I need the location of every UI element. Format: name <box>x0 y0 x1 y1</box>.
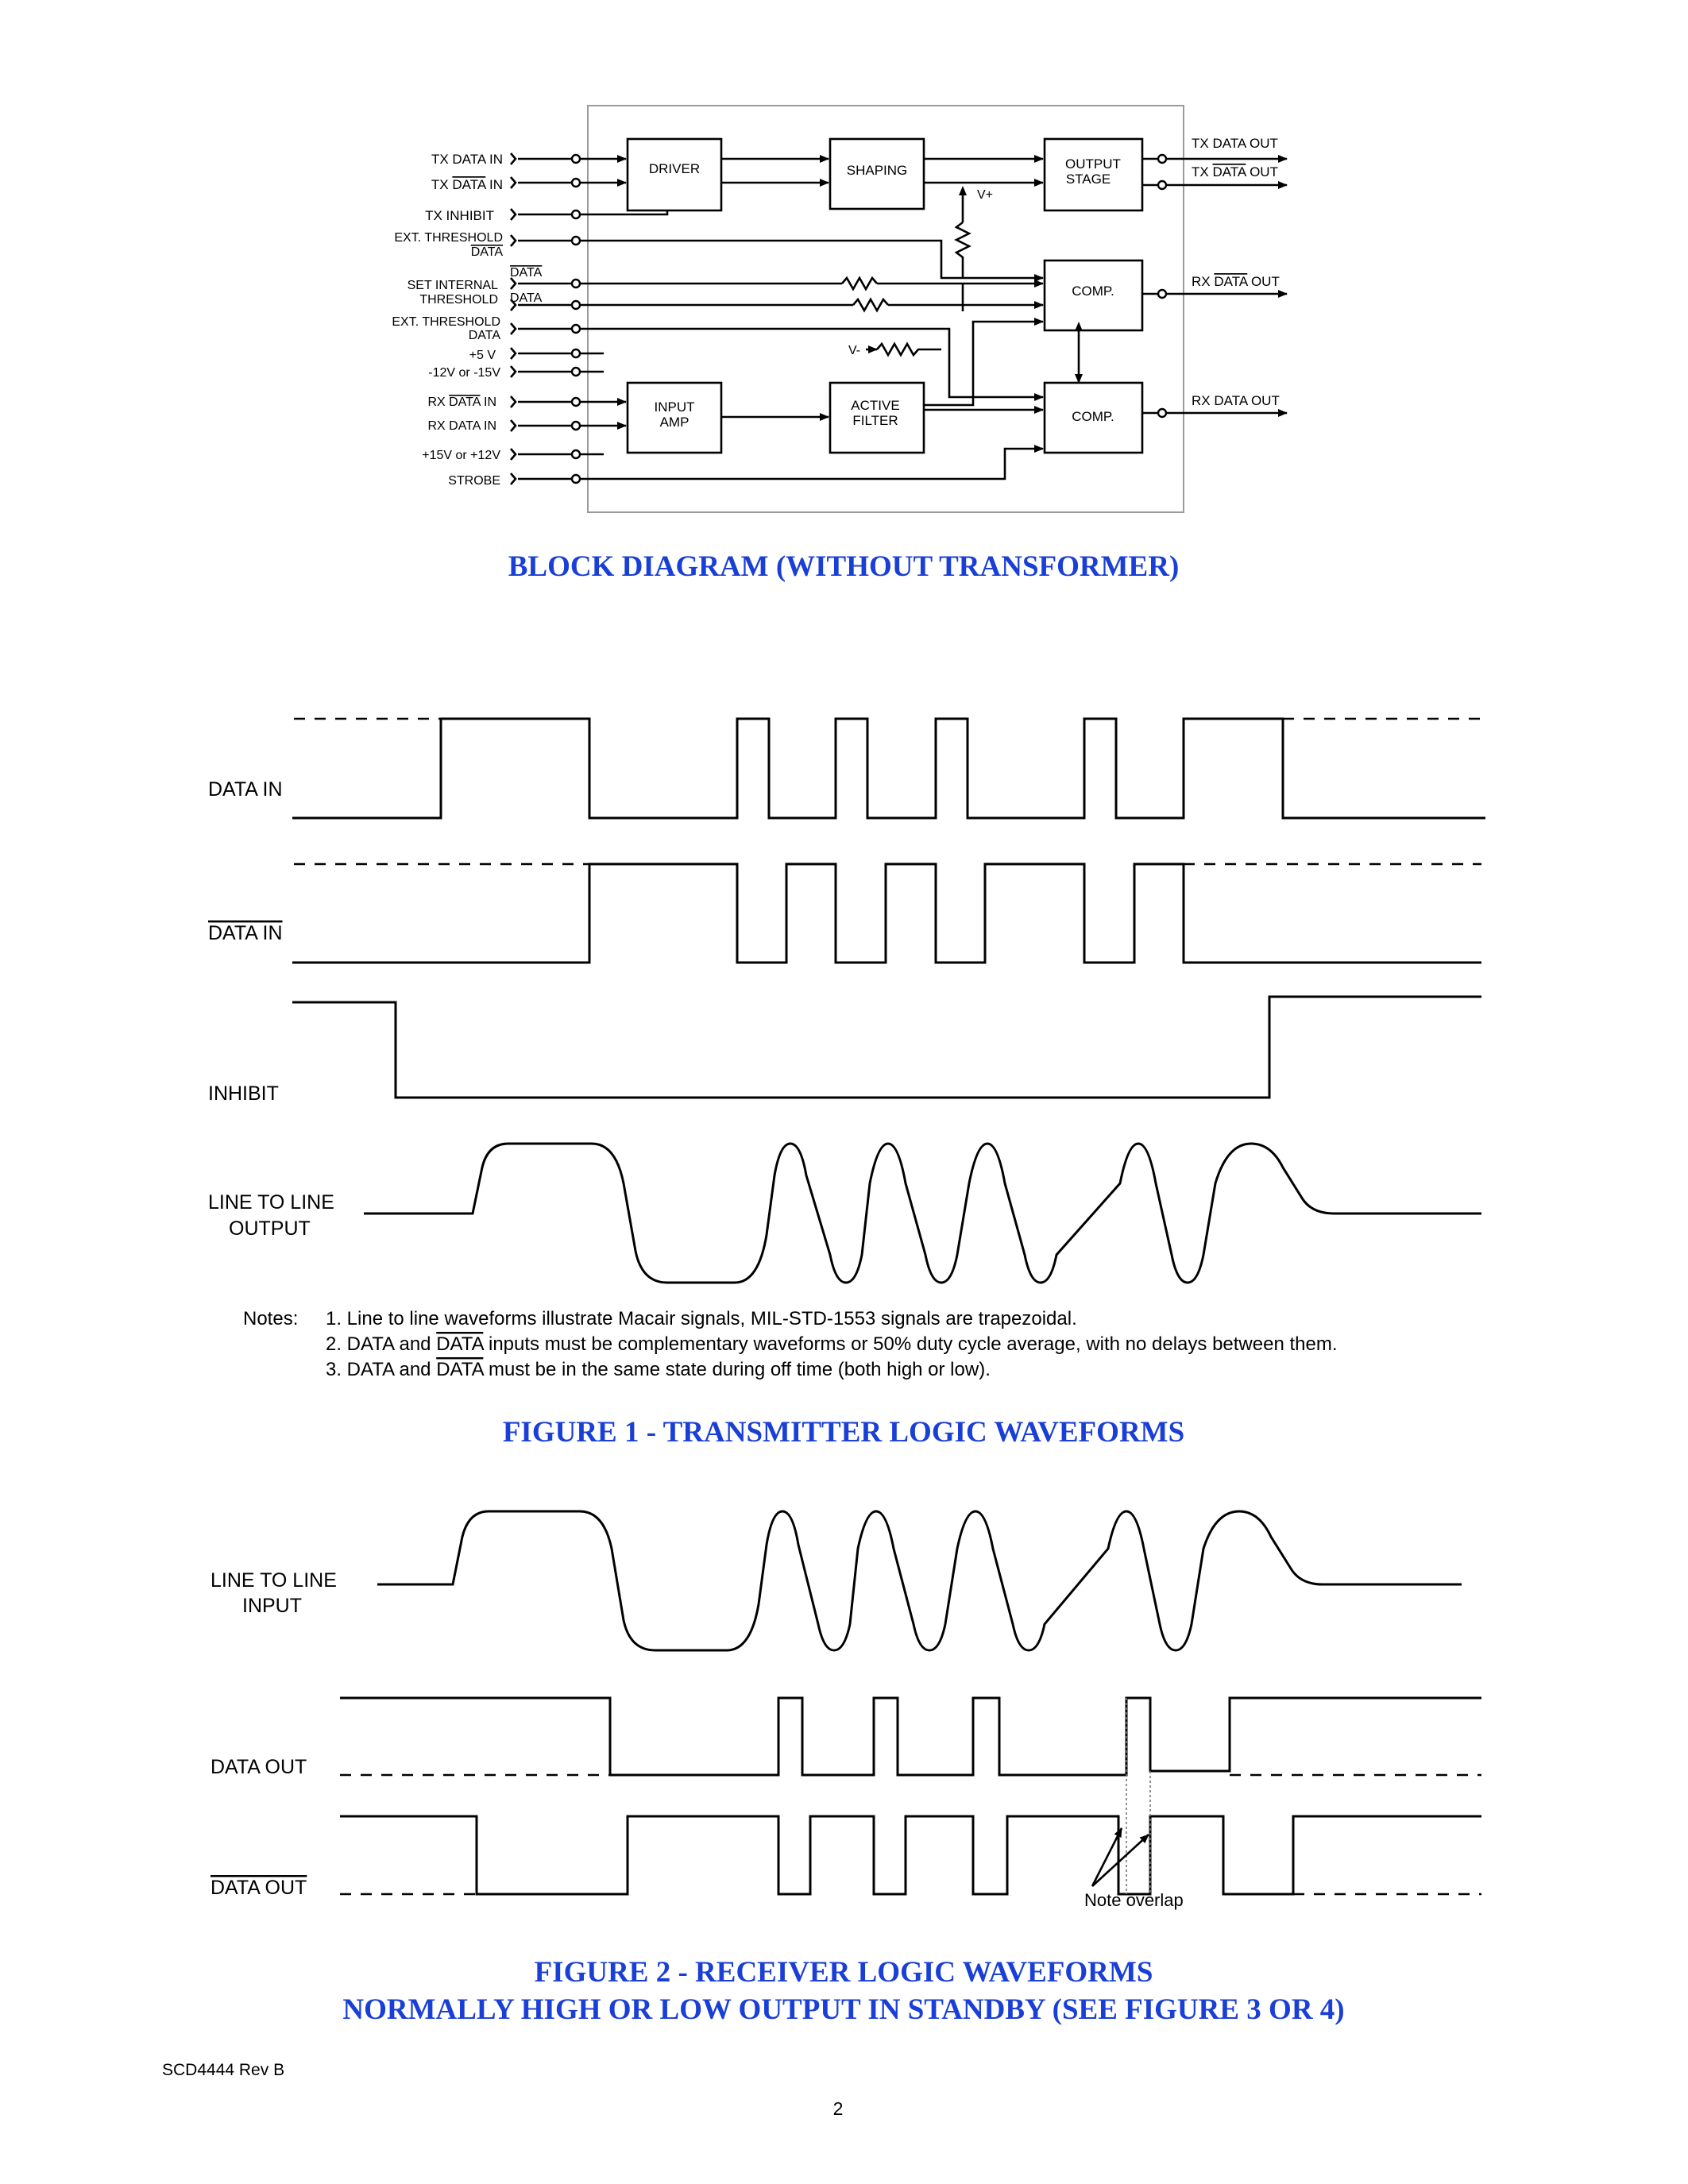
note-3: 3. DATA and DATA must be in the same sta… <box>326 1359 991 1380</box>
rx-data-out-label: RX DATA OUT <box>1192 393 1280 408</box>
data-lower-label: DATA <box>510 291 543 305</box>
data-out-label: DATA OUT <box>211 1756 307 1778</box>
inhibit-label: INHIBIT <box>208 1082 279 1105</box>
line-output-label-2: OUTPUT <box>229 1217 311 1240</box>
notes-label: Notes: <box>243 1308 298 1329</box>
doc-id: SCD4444 Rev B <box>162 2061 284 2079</box>
data-in-wave <box>292 717 1485 820</box>
line-input-label-1: LINE TO LINE <box>211 1569 337 1592</box>
plus5v-label: +5 V <box>469 349 496 362</box>
threshold-label: THRESHOLD <box>419 293 498 307</box>
line-output-label-1: LINE TO LINE <box>208 1191 334 1214</box>
comp-upper-block <box>1043 259 1144 332</box>
data-bar-out-label: DATA OUT <box>211 1877 307 1899</box>
comp-upper-label: COMP. <box>1072 284 1114 299</box>
figure1-notes: Notes: 1. Line to line waveforms illustr… <box>243 1308 1338 1380</box>
vminus-label: V- <box>848 344 860 357</box>
ext-threshold-2-label: EXT. THRESHOLD <box>392 315 500 329</box>
note-2: 2. DATA and DATA inputs must be compleme… <box>326 1333 1338 1355</box>
package-outline <box>587 105 1184 513</box>
input-pins <box>510 152 517 485</box>
active-filter-block <box>829 381 925 454</box>
line-input-label-2: INPUT <box>242 1595 302 1617</box>
tx-inhibit-label: TX INHIBIT <box>425 208 494 223</box>
driver-label: DRIVER <box>649 161 700 176</box>
pin-dots <box>570 153 1168 484</box>
vplus-label: V+ <box>977 188 993 202</box>
output-stage-block <box>1043 137 1144 212</box>
data-bar-in-label: DATA IN <box>208 922 283 944</box>
active-filter-label-1: ACTIVE <box>851 398 899 413</box>
block-diagram: DRIVER SHAPING OUTPUT STAGE COMP. COMP. … <box>392 105 1288 513</box>
input-amp-label-2: AMP <box>660 415 689 430</box>
inhibit-wave <box>292 995 1481 1099</box>
output-stage-label-1: OUTPUT <box>1065 156 1121 172</box>
line-output-wave <box>364 1142 1481 1284</box>
tx-data-out-label: TX DATA OUT <box>1192 136 1278 151</box>
driver-block <box>626 137 723 212</box>
strobe-label: STROBE <box>448 474 500 488</box>
set-internal-label: SET INTERNAL <box>408 279 499 292</box>
neg12v-label: -12V or -15V <box>428 366 500 380</box>
data-bar-out-wave <box>340 1815 1481 1896</box>
rx-data-in-label: RX DATA IN <box>427 419 496 433</box>
figure2-caption-1: FIGURE 2 - RECEIVER LOGIC WAVEFORMS <box>535 1956 1153 1989</box>
ext-threshold-2-data-label: DATA <box>469 329 501 342</box>
data-out-wave <box>340 1696 1481 1777</box>
active-filter-label-2: FILTER <box>852 413 898 428</box>
shaping-block <box>829 137 925 210</box>
ext-threshold-1-bar-label: DATA <box>471 245 504 259</box>
figure2-waveforms: LINE TO LINE INPUT DATA OUT DATA OUT Not… <box>211 1510 1481 1910</box>
data-bar-in-wave <box>292 862 1481 964</box>
input-amp-label-1: INPUT <box>655 399 695 415</box>
line-input-wave <box>377 1510 1462 1652</box>
data-bar-upper-label: DATA <box>510 266 543 280</box>
note-1: 1. Line to line waveforms illustrate Mac… <box>326 1308 1077 1329</box>
comp-lower-label: COMP. <box>1072 409 1114 424</box>
overlap-arrow-1 <box>1091 1827 1123 1887</box>
data-in-label: DATA IN <box>208 778 283 801</box>
tx-data-bar-in-label: TX DATA IN <box>431 177 503 192</box>
note-overlap-label: Note overlap <box>1084 1890 1184 1910</box>
figure1-waveforms: DATA IN DATA IN INHIBIT LINE TO LINE OUT… <box>208 717 1487 1284</box>
wiring <box>518 155 1288 480</box>
output-stage-label-2: STAGE <box>1066 172 1111 187</box>
overlap-arrow-2 <box>1091 1834 1149 1887</box>
input-amp-block <box>626 381 723 454</box>
rx-data-bar-out-label: RX DATA OUT <box>1192 274 1280 289</box>
rx-data-bar-in-label: RX DATA IN <box>427 396 496 409</box>
tx-data-in-label: TX DATA IN <box>431 152 503 167</box>
shaping-label: SHAPING <box>847 163 908 178</box>
block-diagram-caption: BLOCK DIAGRAM (WITHOUT TRANSFORMER) <box>508 550 1180 583</box>
page-number: 2 <box>833 2098 844 2119</box>
plus15v-label: +15V or +12V <box>422 449 500 462</box>
ext-threshold-1-label: EXT. THRESHOLD <box>394 231 503 245</box>
tx-data-bar-out-label: TX DATA OUT <box>1192 164 1278 179</box>
figure2-caption-2: NORMALLY HIGH OR LOW OUTPUT IN STANDBY (… <box>342 1993 1344 2026</box>
comp-lower-block <box>1043 381 1144 454</box>
figure1-caption: FIGURE 1 - TRANSMITTER LOGIC WAVEFORMS <box>503 1416 1184 1449</box>
